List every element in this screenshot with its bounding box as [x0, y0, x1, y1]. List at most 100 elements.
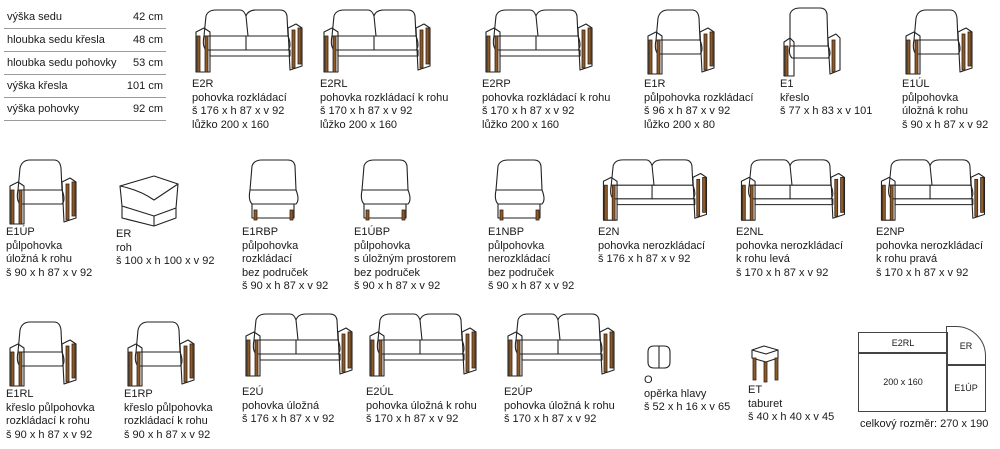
spec-value: 101 cm	[122, 74, 166, 98]
product-e1rbp: E1RBP půlpohovka rozkládací bez područek…	[242, 156, 328, 294]
chair-illustration	[783, 7, 841, 77]
product-code: ET	[748, 384, 763, 396]
product-line: bez područek	[242, 266, 309, 279]
product-line: š 170 x h 87 x v 92	[504, 413, 597, 425]
product-line: š 170 x h 87 x v 92	[366, 413, 459, 425]
product-er: ER roh š 100 x h 100 x v 92	[116, 172, 214, 269]
product-code: E2R	[192, 78, 214, 90]
sofa-illustration	[369, 313, 477, 377]
chair-illustration	[9, 159, 77, 225]
product-code: E2NL	[736, 226, 764, 238]
product-line: bez područek	[488, 266, 555, 279]
product-line: k rohu pravá	[876, 253, 938, 265]
product-line: pohovka úložná k rohu	[504, 399, 615, 412]
sofa-illustration	[507, 313, 615, 377]
total-dimension: celkový rozměr: 270 x 190	[860, 418, 989, 430]
product-line: půlpohovka	[354, 239, 411, 252]
product-line: úložná k rohu	[902, 105, 969, 117]
corner-set-layout-diagram: E2RL ER 200 x 160 E1ÚP celkový rozměr: 2…	[858, 320, 994, 440]
product-e2nl: E2NL pohovka nerozkládací k rohu levá š …	[736, 156, 848, 280]
product-line: půlpohovka	[902, 91, 959, 104]
product-code: E1ÚBP	[354, 226, 391, 238]
sofa-illustration	[602, 159, 708, 221]
product-line: pohovka rozkládací	[192, 91, 287, 104]
product-code: E1NBP	[488, 226, 525, 238]
layout-module-er: ER	[946, 326, 986, 366]
product-line: pohovka rozkládací k rohu	[482, 91, 611, 104]
spec-value: 92 cm	[122, 97, 166, 121]
chair-illustration	[9, 321, 77, 387]
corner-illustration	[119, 175, 179, 227]
product-line: š 90 x h 87 x v 92	[6, 266, 93, 279]
spec-value: 48 cm	[122, 28, 166, 52]
spec-value: 42 cm	[122, 6, 166, 29]
product-code: E2Ú	[242, 386, 264, 398]
product-line: rozkládací k rohu	[124, 415, 208, 427]
product-line: půlpohovka rozkládací	[644, 91, 754, 104]
product-line: lůžko 200 x 80	[644, 118, 715, 131]
product-code: E1RBP	[242, 226, 279, 238]
product-line: rozkládací	[242, 253, 293, 265]
product-line: pohovka nerozkládací	[876, 239, 984, 252]
product-line: pohovka nerozkládací	[736, 239, 844, 252]
sofa-illustration	[323, 9, 431, 73]
product-e1r: E1R půlpohovka rozkládací š 96 x h 87 x …	[644, 6, 756, 132]
product-line: rozkládací k rohu	[6, 415, 90, 427]
product-e2np: E2NP pohovka nerozkládací k rohu pravá š…	[876, 156, 988, 280]
spec-value: 53 cm	[122, 51, 166, 75]
product-e2u: E2Ú pohovka úložná š 176 x h 87 x v 92	[242, 306, 354, 427]
product-line: š 176 x h 87 x v 92	[598, 253, 691, 265]
spec-label: výška křesla	[4, 74, 123, 98]
product-line: roh	[116, 241, 132, 254]
product-line: š 100 x h 100 x v 92	[116, 255, 215, 267]
product-line: pohovka úložná k rohu	[366, 399, 477, 412]
product-code: O	[644, 374, 653, 386]
product-e2n: E2N pohovka nerozkládací š 176 x h 87 x …	[598, 156, 710, 267]
sofa-illustration	[195, 9, 303, 73]
product-line: š 96 x h 87 x v 92	[644, 105, 731, 117]
product-line: půlpohovka	[242, 239, 299, 252]
sofa-illustration	[740, 159, 846, 221]
product-code: E2NP	[876, 226, 905, 238]
product-line: křeslo půlpohovka	[124, 401, 213, 414]
product-code: E1ÚP	[6, 226, 35, 238]
product-code: E1RP	[124, 388, 153, 400]
product-e2r: E2R pohovka rozkládací š 176 x h 87 x v …	[192, 6, 304, 132]
product-line: š 90 x h 87 x v 92	[902, 118, 989, 131]
product-line: š 170 x h 87 x v 92	[482, 105, 575, 117]
product-line: š 90 x h 87 x v 92	[354, 280, 441, 292]
spec-label: výška sedu	[4, 6, 123, 29]
product-code: E1R	[644, 78, 666, 90]
product-line: š 170 x h 87 x v 92	[736, 266, 829, 279]
product-e2ul: E2ÚL pohovka úložná k rohu š 170 x h 87 …	[366, 306, 478, 427]
product-code: E1	[780, 78, 794, 90]
product-line: lůžko 200 x 160	[482, 118, 560, 131]
product-line: s úložným prostorem	[354, 253, 457, 265]
spec-label: hloubka sedu pohovky	[4, 51, 123, 75]
product-line: š 90 x h 87 x v 92	[6, 428, 93, 441]
product-code: E2ÚL	[366, 386, 394, 398]
sofa-illustration	[485, 9, 593, 73]
product-line: š 90 x h 87 x v 92	[124, 428, 211, 441]
product-line: pohovka nerozkládací	[598, 239, 706, 252]
product-line: š 170 x h 87 x v 92	[320, 105, 413, 117]
product-line: š 40 x h 40 x v 45	[748, 411, 835, 423]
product-line: nerozkládací	[488, 253, 551, 265]
product-code: E2RL	[320, 78, 348, 90]
product-e1rp: E1RP křeslo půlpohovka rozkládací k rohu…	[124, 318, 213, 442]
product-code: E1RL	[6, 388, 34, 400]
product-code: E2RP	[482, 78, 511, 90]
product-line: taburet	[748, 397, 783, 410]
product-line: š 52 x h 16 x v 65	[644, 401, 731, 413]
product-line: křeslo půlpohovka	[6, 401, 95, 414]
product-e2rp: E2RP pohovka rozkládací k rohu š 170 x h…	[482, 6, 610, 132]
armless-illustration	[360, 159, 411, 221]
layout-bed-area: 200 x 160	[858, 352, 948, 412]
product-e1ul: E1ÚL půlpohovka úložná k rohu š 90 x h 8…	[902, 6, 992, 132]
